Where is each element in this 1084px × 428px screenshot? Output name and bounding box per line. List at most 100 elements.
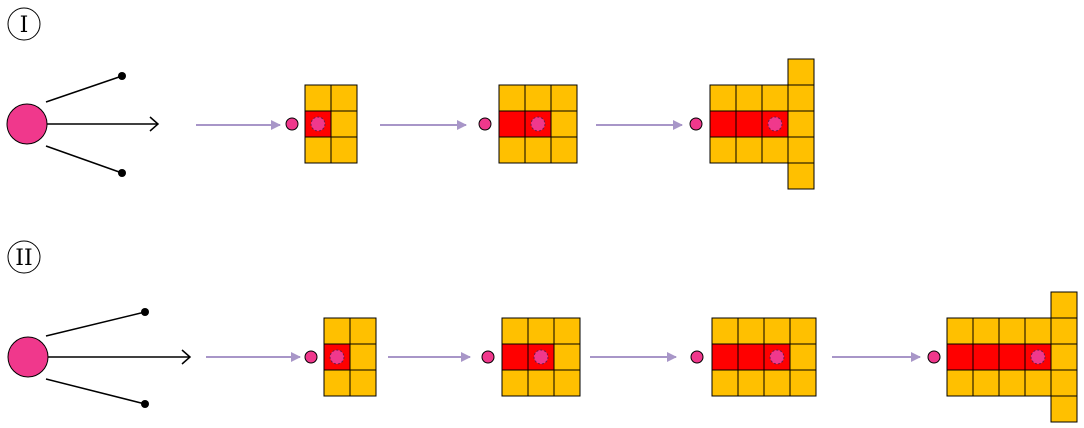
incoming-particle bbox=[478, 117, 492, 131]
trajectory-end-dot bbox=[118, 169, 126, 177]
lattice-cell bbox=[550, 84, 578, 112]
incoming-particle bbox=[285, 117, 299, 131]
lattice-cell bbox=[998, 317, 1026, 345]
lattice-cell bbox=[789, 369, 817, 397]
lattice-panel bbox=[927, 291, 1078, 423]
lattice-cell bbox=[323, 369, 351, 397]
incoming-particle bbox=[481, 350, 495, 364]
incoming-particle bbox=[927, 350, 941, 364]
lattice-cell bbox=[711, 369, 739, 397]
lattice-cell bbox=[1024, 317, 1052, 345]
lattice-panel bbox=[285, 84, 358, 164]
lattice-cell bbox=[763, 369, 791, 397]
trajectory-up bbox=[45, 311, 146, 337]
red-cell bbox=[998, 343, 1026, 371]
trajectory-end-dot bbox=[118, 72, 126, 80]
lattice-cell bbox=[553, 343, 581, 371]
row-label-1-text: I bbox=[20, 13, 29, 38]
tail-cell bbox=[1050, 317, 1078, 345]
lattice-cell bbox=[498, 84, 526, 112]
transition-arrows bbox=[196, 120, 921, 362]
source-particle-row-2 bbox=[7, 308, 192, 408]
lattice-cell bbox=[527, 317, 555, 345]
lattice-cell bbox=[946, 317, 974, 345]
trajectory-end-dot bbox=[141, 400, 149, 408]
embedded-particle bbox=[1030, 349, 1046, 365]
lattice-cell bbox=[735, 84, 763, 112]
tail-cell bbox=[1050, 369, 1078, 397]
lattice-cell bbox=[501, 317, 529, 345]
embedded-particle bbox=[329, 349, 345, 365]
row-label-1: I bbox=[7, 7, 41, 41]
lattice-panel bbox=[478, 84, 578, 164]
embedded-particle bbox=[530, 116, 546, 132]
lattice-cell bbox=[789, 343, 817, 371]
embedded-particle bbox=[533, 349, 549, 365]
lattice-cell bbox=[498, 136, 526, 164]
lattice-cell bbox=[349, 343, 377, 371]
row-label-2: II bbox=[7, 240, 41, 274]
lattice-cell bbox=[709, 84, 737, 112]
lattice-cell bbox=[553, 369, 581, 397]
lattice-cell bbox=[763, 317, 791, 345]
trajectory-down bbox=[45, 378, 146, 405]
embedded-particle bbox=[769, 349, 785, 365]
lattice-cell bbox=[972, 317, 1000, 345]
lattice-cell bbox=[501, 369, 529, 397]
lattice-panel bbox=[690, 317, 817, 397]
trajectory-down bbox=[45, 145, 123, 174]
lattice-cell bbox=[323, 317, 351, 345]
lattice-cell bbox=[550, 110, 578, 138]
lattice-cell bbox=[789, 317, 817, 345]
tail-cell bbox=[787, 84, 815, 112]
red-cell bbox=[709, 110, 737, 138]
red-cell bbox=[972, 343, 1000, 371]
tail-cell bbox=[1050, 291, 1078, 319]
lattice-cell bbox=[330, 110, 358, 138]
lattice-cell bbox=[972, 369, 1000, 397]
tail-cell bbox=[787, 110, 815, 138]
red-cell bbox=[501, 343, 529, 371]
lattice-cell bbox=[330, 84, 358, 112]
incoming-particle bbox=[689, 117, 703, 131]
open-arrowhead bbox=[149, 116, 160, 132]
incident-particle bbox=[7, 336, 49, 378]
tail-cell bbox=[1050, 343, 1078, 371]
open-arrowhead bbox=[181, 349, 192, 365]
red-cell bbox=[498, 110, 526, 138]
embedded-particle bbox=[310, 116, 326, 132]
lattice-cell bbox=[711, 317, 739, 345]
incident-particle bbox=[6, 103, 48, 145]
lattice-cell bbox=[1024, 369, 1052, 397]
lattice-cell bbox=[550, 136, 578, 164]
lattice-cell bbox=[761, 84, 789, 112]
red-cell bbox=[735, 110, 763, 138]
lattice-cell bbox=[737, 369, 765, 397]
lattice-cell bbox=[735, 136, 763, 164]
tail-cell bbox=[787, 136, 815, 164]
lattice-cell bbox=[998, 369, 1026, 397]
lattice-cell bbox=[709, 136, 737, 164]
red-cell bbox=[711, 343, 739, 371]
lattice-cell bbox=[330, 136, 358, 164]
source-particle-row-1 bbox=[6, 72, 160, 177]
tail-cell bbox=[787, 162, 815, 190]
lattice-cell bbox=[524, 136, 552, 164]
red-cell bbox=[946, 343, 974, 371]
incoming-particle bbox=[690, 350, 704, 364]
lattice-panels bbox=[285, 58, 1078, 423]
lattice-cell bbox=[761, 136, 789, 164]
incoming-particle bbox=[304, 350, 318, 364]
tail-cell bbox=[787, 58, 815, 86]
lattice-panel bbox=[304, 317, 377, 397]
lattice-cell bbox=[349, 369, 377, 397]
lattice-cell bbox=[737, 317, 765, 345]
lattice-panel bbox=[689, 58, 815, 190]
lattice-cell bbox=[946, 369, 974, 397]
lattice-cell bbox=[304, 84, 332, 112]
lattice-cell bbox=[553, 317, 581, 345]
lattice-cell bbox=[524, 84, 552, 112]
trajectory-end-dot bbox=[141, 308, 149, 316]
lattice-cell bbox=[527, 369, 555, 397]
